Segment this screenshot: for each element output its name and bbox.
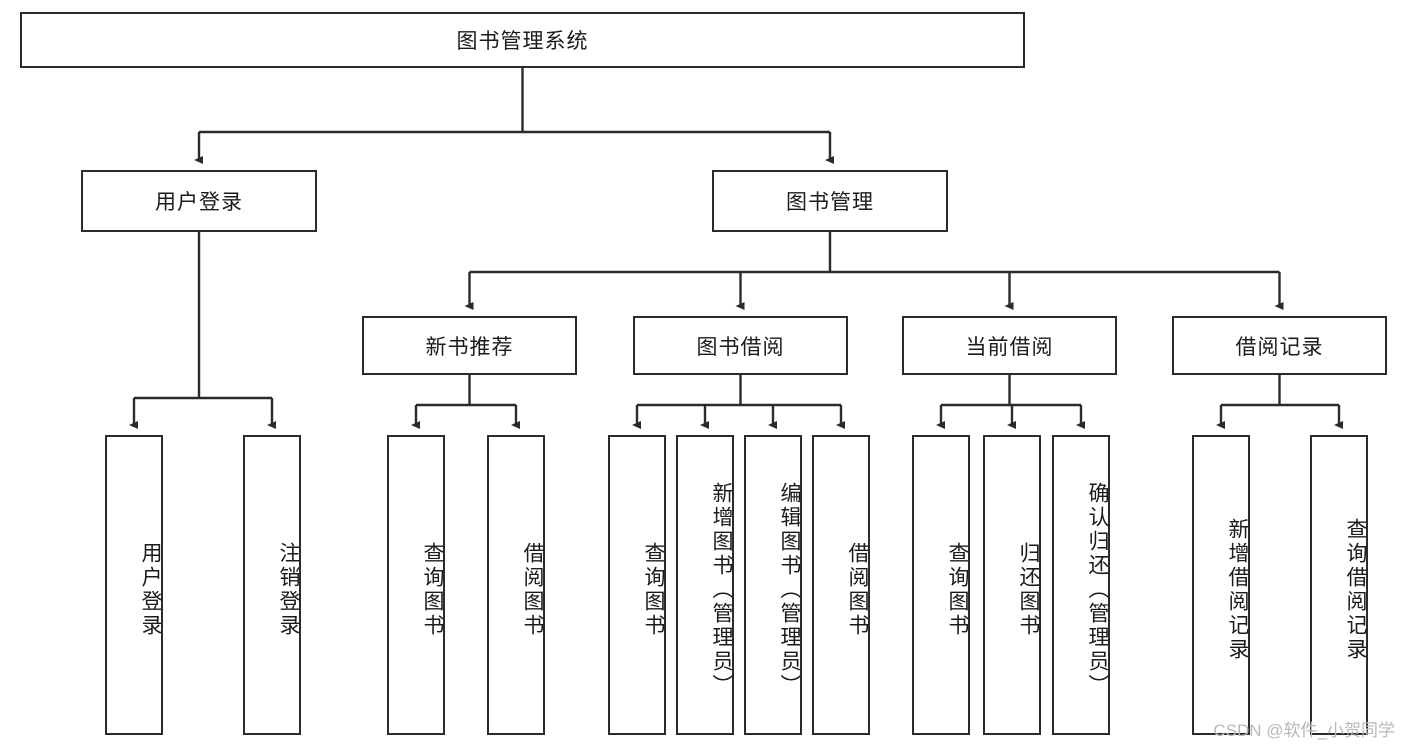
node-leaf-query-book-3[interactable]: 查询图书: [912, 435, 970, 735]
node-leaf-logout-login[interactable]: 注销登录: [243, 435, 301, 735]
node-label: 图书管理系统: [456, 30, 589, 53]
node-system-title[interactable]: 图书管理系统: [20, 12, 1025, 68]
node-leaf-borrow-book-1[interactable]: 借阅图书: [487, 435, 545, 735]
node-user-login[interactable]: 用户登录: [81, 170, 317, 232]
node-label: 新书推荐: [425, 335, 514, 359]
node-leaf-query-book-2[interactable]: 查询图书: [608, 435, 666, 735]
node-label: 借阅记录: [1235, 335, 1324, 359]
node-label: 用户登录: [155, 191, 243, 214]
node-leaf-borrow-book-2[interactable]: 借阅图书: [812, 435, 870, 735]
node-label: 查询图书: [421, 542, 444, 638]
node-label: 确认归还（管理员）: [1086, 482, 1109, 698]
node-book-borrow[interactable]: 图书借阅: [633, 316, 848, 375]
node-label: 新增借阅记录: [1226, 518, 1249, 662]
node-label: 查询图书: [642, 542, 665, 638]
node-leaf-edit-book-admin[interactable]: 编辑图书（管理员）: [744, 435, 802, 735]
node-label: 编辑图书（管理员）: [778, 482, 801, 698]
node-leaf-add-borrow-record[interactable]: 新增借阅记录: [1192, 435, 1250, 735]
csdn-watermark: CSDN @软件_小贺同学: [1213, 721, 1395, 740]
node-leaf-confirm-return-admin[interactable]: 确认归还（管理员）: [1052, 435, 1110, 735]
node-label: 借阅图书: [521, 542, 544, 638]
node-label: 新增图书（管理员）: [710, 482, 733, 698]
node-label: 图书借阅: [696, 335, 785, 359]
node-label: 借阅图书: [846, 542, 869, 638]
node-leaf-query-borrow-record[interactable]: 查询借阅记录: [1310, 435, 1368, 735]
node-label: 归还图书: [1017, 542, 1040, 638]
node-book-management[interactable]: 图书管理: [712, 170, 948, 232]
node-borrow-record[interactable]: 借阅记录: [1172, 316, 1387, 375]
node-label: 查询借阅记录: [1344, 518, 1367, 662]
node-label: 当前借阅: [965, 335, 1054, 359]
node-label: 用户登录: [139, 542, 162, 638]
node-leaf-add-book-admin[interactable]: 新增图书（管理员）: [676, 435, 734, 735]
node-label: 查询图书: [946, 542, 969, 638]
node-label: 注销登录: [277, 542, 300, 638]
node-leaf-user-login[interactable]: 用户登录: [105, 435, 163, 735]
node-current-borrow[interactable]: 当前借阅: [902, 316, 1117, 375]
node-leaf-return-book[interactable]: 归还图书: [983, 435, 1041, 735]
node-leaf-query-book-1[interactable]: 查询图书: [387, 435, 445, 735]
node-label: 图书管理: [786, 191, 874, 214]
node-new-book-recommend[interactable]: 新书推荐: [362, 316, 577, 375]
